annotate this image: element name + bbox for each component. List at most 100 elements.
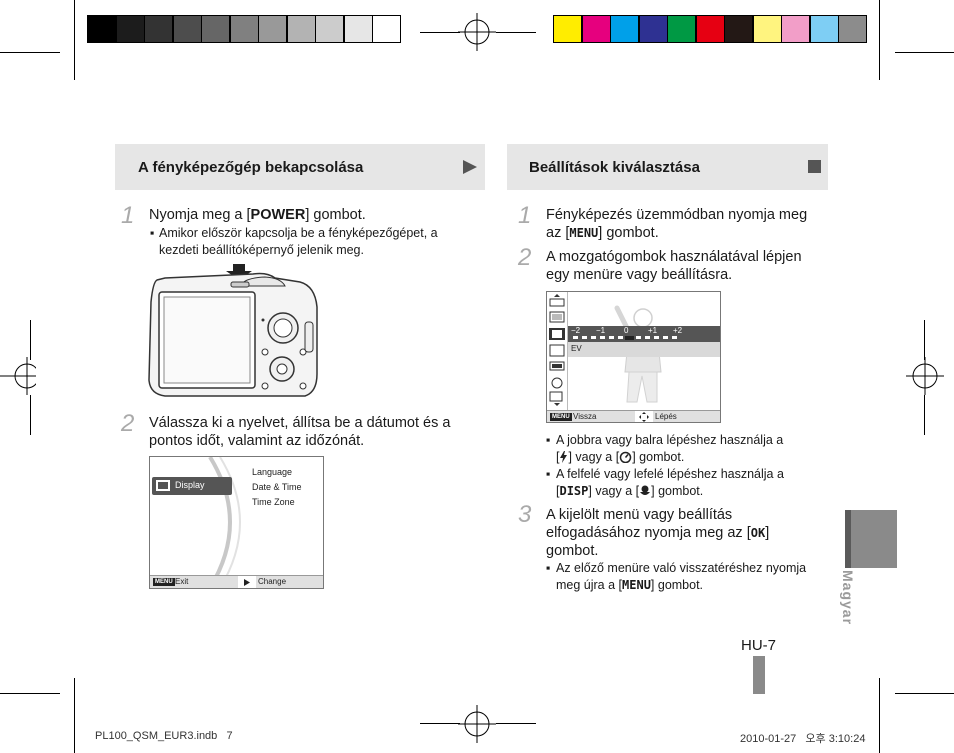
camera-illustration [148, 264, 318, 397]
step-text: A mozgatógombok használatával lépjen egy… [546, 248, 802, 284]
crop-mark [895, 52, 954, 53]
settings-icons [549, 294, 565, 406]
color-swatch [144, 15, 173, 43]
menu-item-display[interactable]: Display [175, 480, 205, 490]
crop-mark [420, 32, 460, 33]
macro-flower-icon [640, 485, 651, 495]
color-swatch [809, 15, 839, 43]
color-swatch [695, 15, 725, 43]
section-header-left: A fényképezőgép bekapcsolása [115, 144, 485, 190]
step-line: A mozgatógombok használatával lépjen [546, 249, 802, 265]
step-text: A kijelölt menü vagy beállítás elfogadás… [546, 506, 769, 560]
step-text: Nyomja meg a [POWER] gombot. [149, 206, 366, 224]
ev-scale-bar [567, 326, 720, 342]
color-swatch [724, 15, 753, 43]
bullet-line: meg újra a [MENU] gombot. [556, 577, 806, 594]
text-pre: [ [556, 450, 560, 464]
crop-mark [924, 320, 925, 360]
footer-timestamp: 2010-01-27 오후 3:10:24 [740, 733, 866, 745]
step-number: 3 [518, 501, 532, 528]
step-number: 2 [518, 244, 532, 271]
color-swatch [781, 15, 810, 43]
text-mid: ] vagy a [ [588, 484, 640, 498]
color-swatch [838, 15, 867, 43]
ev-label: EV [571, 344, 582, 353]
bullet-text: Az előző menüre való visszatéréshez nyom… [556, 560, 806, 594]
ev-label-bar [567, 342, 720, 357]
crop-mark [879, 678, 880, 753]
color-swatch [372, 15, 401, 43]
section-title: A fényképezőgép bekapcsolása [138, 159, 364, 176]
color-swatch [286, 15, 316, 43]
bullet-line: kezdeti beállítóképernyő jelenik meg. [159, 243, 364, 257]
power-key-label: POWER [250, 207, 306, 223]
bullet-text: A felfelé vagy lefelé lépéshez használja… [556, 466, 784, 500]
menu-item-date-time[interactable]: Date & Time [252, 482, 302, 492]
text-post: ] gombot. [651, 484, 704, 498]
back-label: Vissza [573, 412, 597, 421]
step-line: Fényképezés üzemmódban nyomja meg [546, 207, 808, 223]
footer-filename: PL100_QSM_EUR3.indb 7 [95, 730, 233, 742]
step-line: A kijelölt menü vagy beállítás [546, 507, 733, 523]
step-line: elfogadásához nyomja meg az [OK] [546, 524, 769, 542]
ev-tick: −1 [596, 326, 606, 335]
color-swatch [229, 15, 259, 43]
selected-menu-bg [152, 477, 232, 495]
bullet-line: [] vagy a [] gombot. [556, 449, 783, 466]
header-shape [507, 144, 828, 190]
menu-item-time-zone[interactable]: Time Zone [252, 497, 295, 507]
language-side-label: Magyar [840, 570, 856, 626]
ev-tick: −2 [571, 326, 581, 335]
menu-item-language[interactable]: Language [252, 467, 293, 477]
screen-bottom-bar: MENU Exit Change [150, 575, 323, 588]
registration-mark-icon [458, 705, 496, 743]
flash-icon [560, 451, 568, 463]
bullet-marker: ▪ [546, 433, 551, 447]
registration-mark-icon [906, 357, 944, 395]
step-line: egy menüre vagy beállításra. [546, 267, 733, 283]
step-text-pre: Nyomja meg a [ [149, 207, 251, 223]
text-pre: az [ [546, 225, 570, 241]
step-number: 1 [518, 202, 532, 229]
bullet-marker: ▪ [546, 467, 551, 481]
crop-mark [0, 52, 60, 53]
move-key-box [635, 411, 653, 422]
crop-mark [0, 693, 60, 694]
color-swatch [258, 15, 287, 43]
dpad-icon [639, 412, 649, 422]
menu-key-label: MENU [569, 226, 599, 240]
crop-mark [924, 395, 925, 435]
bullet-marker: ▪ [546, 561, 551, 575]
color-swatch [638, 15, 668, 43]
move-label: Lépés [655, 412, 677, 421]
text-pre: elfogadásához nyomja meg az [ [546, 525, 751, 541]
page-number: HU-7 [741, 637, 777, 654]
exit-label: Exit [175, 577, 189, 586]
step-line: pontos időt, valamint az időzónát. [149, 433, 365, 449]
step-text: Válassza ki a nyelvet, állítsa be a dátu… [149, 414, 450, 450]
ok-key-label: OK [750, 526, 766, 540]
bullet-line: A felfelé vagy lefelé lépéshez használja… [556, 467, 784, 481]
crop-mark [30, 395, 31, 435]
icon-column [547, 292, 568, 410]
step-number: 2 [121, 410, 135, 437]
color-swatch [343, 15, 373, 43]
change-label: Change [258, 577, 287, 586]
bullet-marker: ▪ [150, 226, 155, 240]
setup-menu-screen: Display Language Date & Time Time Zone M… [149, 456, 324, 589]
play-arrow-icon [463, 160, 477, 174]
ev-tick: +1 [648, 326, 658, 335]
bullet-text: Amikor először kapcsolja be a fényképező… [159, 225, 438, 259]
language-side-tab [845, 510, 897, 568]
step-line: az [MENU] gombot. [546, 224, 807, 242]
crop-mark [496, 723, 536, 724]
text-pre: [ [556, 484, 560, 498]
ev-scale-ticks [573, 336, 677, 340]
right-key-box [238, 576, 256, 588]
right-arrow-icon [244, 579, 250, 586]
color-swatch [315, 15, 344, 43]
side-tab-accent [845, 510, 851, 568]
crop-mark [879, 0, 880, 80]
page-tab-marker [753, 656, 765, 694]
crop-mark [496, 32, 536, 33]
